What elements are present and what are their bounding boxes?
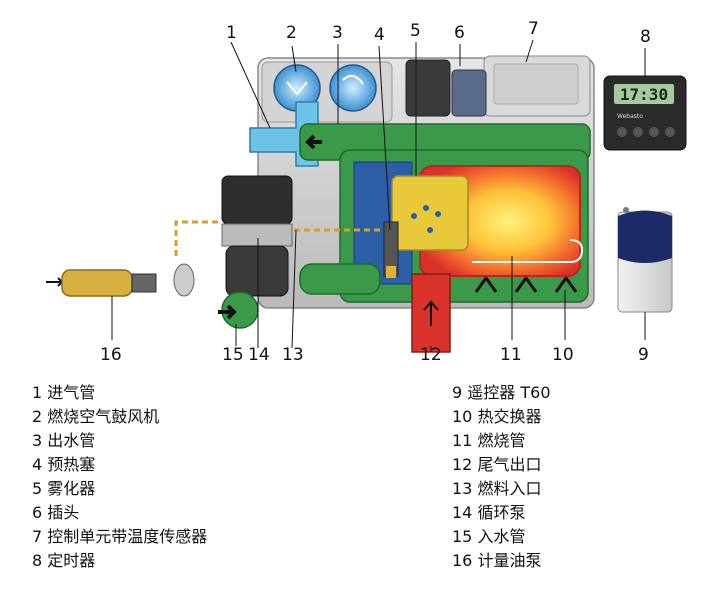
callout-7: 7 — [528, 19, 539, 39]
flow-arrow-icon — [218, 304, 237, 320]
callout-12: 12 — [420, 345, 442, 365]
exhaust-outlet — [411, 273, 451, 353]
dosing-pump — [46, 263, 195, 297]
callout-10: 10 — [552, 345, 574, 365]
legend-item: 5 雾化器 — [32, 479, 96, 498]
callout-16: 16 — [100, 345, 122, 365]
legend-right-column: 9 遥控器 T60 10 热交换器 11 燃烧管 12 尾气出口 13 燃料入口… — [452, 381, 551, 573]
callout-15: 15 — [222, 345, 244, 365]
callout-8: 8 — [640, 27, 651, 47]
remote-icon — [617, 207, 673, 313]
fuel-line — [174, 220, 384, 256]
glow-plug — [383, 221, 399, 278]
callout-3: 3 — [332, 23, 343, 43]
flow-arrow-icon — [305, 134, 322, 150]
callout-1: 1 — [226, 23, 237, 43]
callout-14: 14 — [248, 345, 270, 365]
legend-item: 3 出水管 — [32, 431, 96, 450]
callout-9: 9 — [638, 345, 649, 365]
legend-item: 10 热交换器 — [452, 407, 542, 426]
legend-item: 14 循环泵 — [452, 503, 526, 522]
legend-item: 9 遥控器 T60 — [452, 383, 551, 402]
water-inlet-pipe — [218, 263, 381, 329]
callout-numbers: 1 2 3 4 5 6 7 8 9 10 11 12 13 14 15 16 — [100, 19, 651, 365]
timer-display: 17:30 — [620, 85, 668, 104]
legend-left-column: 1 进气管 2 燃烧空气鼓风机 3 出水管 4 预热塞 5 雾化器 6 插头 7… — [32, 381, 207, 573]
timer-icon: 17:30 Webasto — [603, 75, 687, 151]
timer-brand: Webasto — [617, 113, 643, 120]
atomizer — [391, 175, 469, 251]
legend-item: 16 计量油泵 — [452, 551, 542, 570]
legend-item: 8 定时器 — [32, 551, 96, 570]
legend-item: 15 入水管 — [452, 527, 526, 546]
callout-5: 5 — [410, 21, 421, 41]
legend-item: 1 进气管 — [32, 383, 96, 402]
callout-11: 11 — [500, 345, 522, 365]
legend-item: 6 插头 — [32, 503, 80, 522]
legend-item: 11 燃烧管 — [452, 431, 526, 450]
callout-4: 4 — [374, 25, 385, 45]
circulation-pump — [221, 175, 293, 297]
legend-item: 4 预热塞 — [32, 455, 96, 474]
control-unit — [483, 55, 591, 117]
legend-item: 7 控制单元带温度传感器 — [32, 527, 208, 546]
blower — [273, 64, 377, 112]
legend-item: 13 燃料入口 — [452, 479, 542, 498]
callout-13: 13 — [282, 345, 304, 365]
leader-lines — [111, 39, 646, 352]
heater-cutaway-diagram: 17:30 Webasto 1 2 3 4 5 6 — [46, 19, 687, 365]
callout-6: 6 — [454, 23, 465, 43]
legend-item: 2 燃烧空气鼓风机 — [32, 407, 160, 426]
callout-2: 2 — [286, 23, 297, 43]
plug — [405, 59, 487, 117]
legend-item: 12 尾气出口 — [452, 455, 542, 474]
